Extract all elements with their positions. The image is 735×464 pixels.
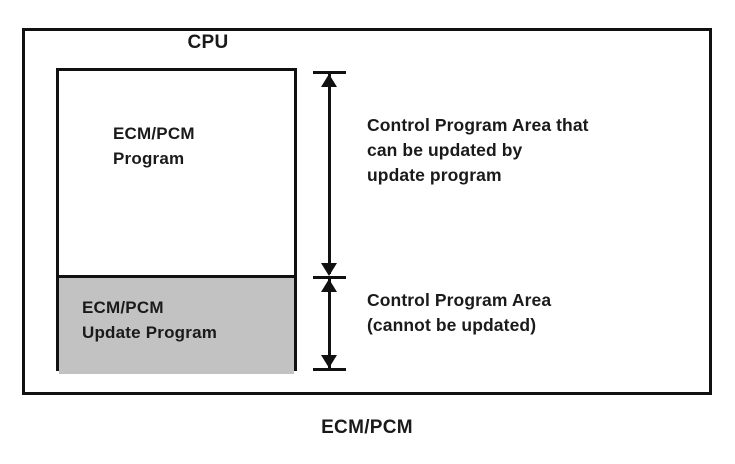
memory-map-box: ECM/PCM Program ECM/PCM Update Program bbox=[56, 68, 297, 374]
memory-region-protected: ECM/PCM Update Program bbox=[59, 278, 294, 374]
arrow-down-icon-protected-bottom bbox=[321, 355, 337, 368]
dimension-tick-bottom-icon bbox=[313, 368, 346, 371]
dimension-tick-top-icon bbox=[313, 71, 346, 74]
cpu-title-label: CPU bbox=[187, 32, 229, 53]
memory-region-protected-label: ECM/PCM Update Program bbox=[82, 298, 218, 342]
memory-region-updatable-label: ECM/PCM Program bbox=[113, 124, 195, 168]
figure-caption: ECM/PCM bbox=[321, 417, 413, 438]
dimension-label-protected-area: Control Program Area (cannot be updated) bbox=[367, 290, 552, 335]
arrow-down-icon-updatable-bottom bbox=[321, 263, 337, 276]
dimension-label-updatable-area: Control Program Area that can be updated… bbox=[367, 115, 589, 185]
dimension-tick-middle-icon bbox=[313, 276, 346, 279]
memory-region-updatable: ECM/PCM Program bbox=[59, 71, 294, 278]
arrow-up-icon-protected-top bbox=[321, 279, 337, 292]
dimension-line-protected bbox=[328, 279, 331, 368]
arrow-up-icon-updatable-top bbox=[321, 74, 337, 87]
dimension-line-updatable bbox=[328, 74, 331, 274]
